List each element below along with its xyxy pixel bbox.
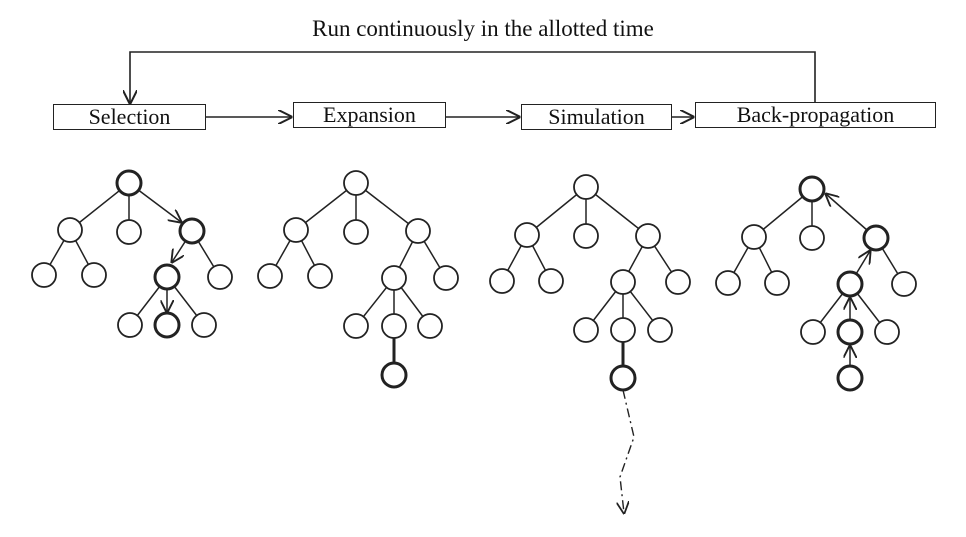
tree-node [635,223,661,249]
tree-node [405,218,431,244]
tree-node [665,269,691,295]
step-simulation: Simulation [521,104,672,130]
tree-node [117,312,143,338]
tree-node [283,217,309,243]
tree-node [489,268,515,294]
tree-node [207,264,233,290]
tree-node [741,224,767,250]
tree-node [862,224,890,252]
tree-node [836,364,864,392]
tree-node [257,263,283,289]
selection-tree [31,169,233,339]
tree-node [799,225,825,251]
tree-node [343,219,369,245]
tree-node [647,317,673,343]
tree-node [715,270,741,296]
tree-node [874,319,900,345]
tree-node [153,263,181,291]
step-label: Selection [88,104,171,129]
tree-node [417,313,443,339]
tree-node [573,317,599,343]
tree-node [610,269,636,295]
step-label: Back-propagation [736,102,895,127]
tree-node [116,219,142,245]
tree-node [81,262,107,288]
step-expansion: Expansion [293,102,446,128]
tree-node [514,222,540,248]
backpropagation-tree [715,175,917,392]
tree-node [764,270,790,296]
tree-node [836,270,864,298]
tree-node [891,271,917,297]
tree-node [307,263,333,289]
tree-node-new [380,361,408,389]
tree-node [153,311,181,339]
tree-node [573,223,599,249]
step-backpropagation: Back-propagation [695,102,936,128]
tree-node [343,313,369,339]
tree-node [381,313,407,339]
tree-node [433,265,459,291]
loop-arrow [130,51,816,103]
step-selection: Selection [53,104,206,130]
tree-node [800,319,826,345]
step-label: Simulation [548,104,645,129]
loop-label: Run continuously in the allotted time [312,16,654,41]
tree-node [191,312,217,338]
tree-node [836,318,864,346]
step-label: Expansion [323,102,416,127]
tree-node [343,170,369,196]
tree-node [538,268,564,294]
tree-node [798,175,826,203]
simulation-playout [620,389,635,513]
expansion-tree [257,170,459,389]
tree-node [115,169,143,197]
tree-node [178,217,206,245]
simulation-tree [489,174,691,513]
tree-node [31,262,57,288]
tree-node [610,317,636,343]
tree-node-new [609,364,637,392]
tree-node [57,217,83,243]
tree-node [573,174,599,200]
tree-node [381,265,407,291]
